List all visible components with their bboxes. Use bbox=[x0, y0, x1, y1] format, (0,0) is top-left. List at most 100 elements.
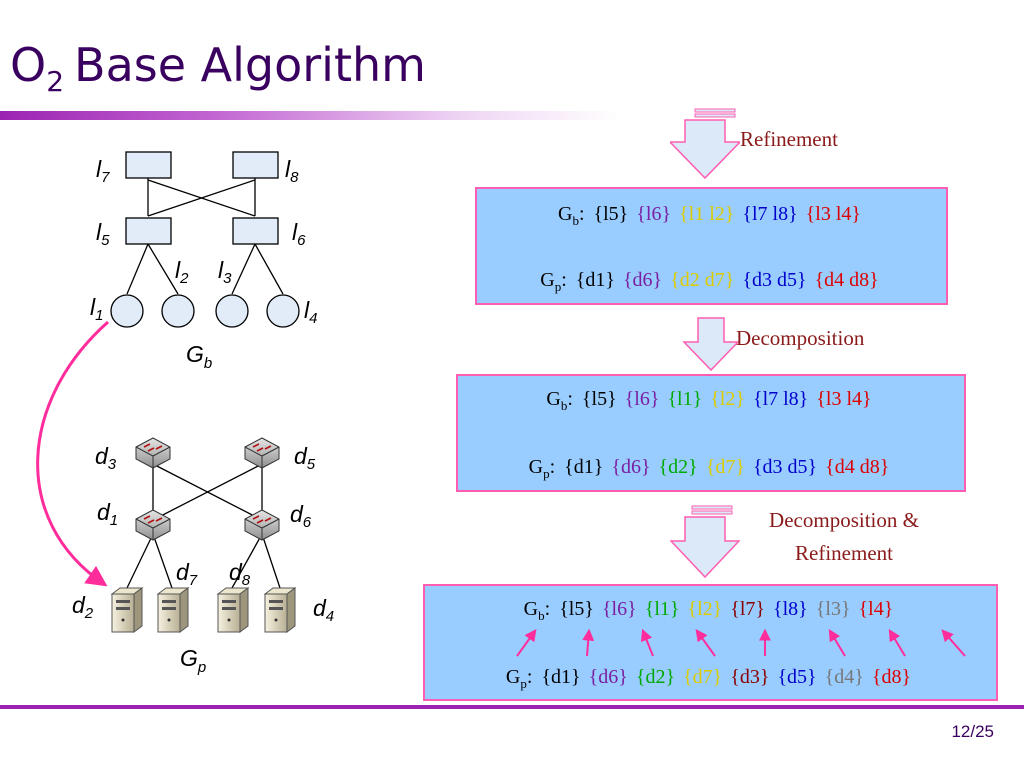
switch-d6 bbox=[244, 509, 280, 541]
group-token: {l3 l4} bbox=[816, 388, 872, 410]
group-token: {l3} bbox=[815, 598, 851, 620]
graph-name-sub: b bbox=[560, 398, 568, 413]
group-token: {d6} bbox=[588, 666, 628, 688]
group-token: {d8} bbox=[871, 666, 912, 688]
switch-d3 bbox=[135, 437, 171, 469]
group-token: {l5} bbox=[581, 388, 617, 410]
graph-name: G bbox=[528, 456, 544, 478]
group-token: {d1} bbox=[564, 456, 604, 478]
node-l2 bbox=[161, 294, 195, 328]
group-token: {l8} bbox=[773, 598, 808, 620]
server-d8 bbox=[216, 587, 250, 633]
mapping-row-gp: Gp: {d1}{d6}{d2 d7}{d3 d5}{d4 d8} bbox=[477, 269, 946, 295]
group-token: {d2 d7} bbox=[670, 269, 735, 291]
graph-name-sub: p bbox=[543, 466, 550, 481]
step-label-refinement: Refinement bbox=[740, 123, 838, 156]
title-rest: Base Algorithm bbox=[74, 38, 426, 92]
label-d2: d2 bbox=[72, 592, 94, 622]
group-token: {l7 l8} bbox=[742, 203, 798, 225]
title-main: O bbox=[10, 38, 47, 92]
label-d4: d4 bbox=[313, 595, 334, 625]
server-d7 bbox=[156, 587, 190, 633]
mapping-box-2: Gb: {l5}{l6}{l1}{l2}{l7 l8}{l3 l4} Gp: {… bbox=[456, 374, 966, 492]
label-d8: d8 bbox=[229, 559, 251, 589]
label-d1: d1 bbox=[97, 499, 118, 529]
node-l7 bbox=[125, 151, 172, 179]
node-l4 bbox=[266, 294, 300, 328]
group-token: {l1} bbox=[644, 598, 680, 620]
label-d5: d5 bbox=[294, 443, 316, 473]
graph-name: G bbox=[558, 203, 573, 225]
label-l3: l3 bbox=[218, 257, 232, 287]
step-label-line: Decomposition & bbox=[769, 508, 919, 532]
group-token: {d4} bbox=[824, 666, 864, 688]
node-l8 bbox=[232, 151, 279, 179]
group-token: {l5} bbox=[593, 203, 629, 225]
graph-name-sub: b bbox=[538, 608, 545, 623]
label-l2: l2 bbox=[175, 257, 189, 287]
graph-name-sub: b bbox=[572, 213, 579, 228]
mapping-row-gp: Gp: {d1}{d6}{d2}{d7}{d3}{d5}{d4}{d8} bbox=[425, 666, 996, 692]
group-token: {l2} bbox=[710, 388, 745, 410]
graph-name: G bbox=[540, 269, 555, 291]
graph-name: G bbox=[505, 666, 521, 688]
group-token: {l2} bbox=[687, 598, 723, 620]
slide-title: O2 Base Algorithm bbox=[10, 38, 426, 98]
footer-rule bbox=[0, 705, 1024, 709]
mapping-arrow bbox=[36, 320, 109, 587]
label-l4: l4 bbox=[304, 297, 317, 327]
page-number: 12/25 bbox=[951, 722, 994, 741]
label-l1: l1 bbox=[90, 294, 103, 324]
topology-diagram: l7 l8 l5 l6 l2 l3 l1 l4 Gb bbox=[36, 151, 334, 676]
switch-d5 bbox=[244, 437, 280, 469]
mapping-row-gb: Gb: {l5}{l6}{l1}{l2}{l7}{l8}{l3}{l4} bbox=[425, 598, 996, 624]
step-label-decomposition-refinement: Decomposition & Refinement bbox=[740, 504, 948, 570]
group-token: {d1} bbox=[575, 269, 615, 291]
group-token: {l1 l2} bbox=[679, 203, 735, 225]
label-d7: d7 bbox=[176, 559, 198, 589]
group-token: {l7} bbox=[730, 598, 766, 620]
group-token: {d7} bbox=[683, 666, 723, 688]
gb-links bbox=[126, 178, 284, 295]
caption-gp: Gp bbox=[180, 645, 206, 676]
node-l5 bbox=[125, 217, 172, 245]
group-token: {d6} bbox=[611, 456, 651, 478]
group-token: {l5} bbox=[559, 598, 594, 620]
decomposition-refinement-arrow bbox=[670, 505, 740, 579]
group-token: {l7 l8} bbox=[752, 388, 809, 410]
step-label-line: Refinement bbox=[740, 127, 838, 151]
correspondence-arrows bbox=[516, 628, 966, 657]
group-token: {l6} bbox=[636, 203, 672, 225]
title-subscript: 2 bbox=[46, 65, 65, 98]
caption-gb: Gb bbox=[186, 341, 212, 372]
group-token: {d2} bbox=[635, 666, 676, 688]
label-l8: l8 bbox=[285, 156, 299, 186]
step-label-decomposition: Decomposition bbox=[736, 322, 864, 355]
server-d2 bbox=[110, 587, 144, 633]
group-token: {d5} bbox=[777, 666, 817, 688]
group-token: {l1} bbox=[667, 388, 703, 410]
group-token: {l6} bbox=[624, 388, 660, 410]
group-token: {l3 l4} bbox=[805, 203, 861, 225]
group-token: {d2} bbox=[658, 456, 698, 478]
group-token: {l4} bbox=[858, 598, 894, 620]
group-token: {d6} bbox=[622, 269, 663, 291]
group-token: {d4 d8} bbox=[814, 269, 879, 291]
mapping-row-gb: Gb: {l5}{l6}{l1}{l2}{l7 l8}{l3 l4} bbox=[458, 388, 964, 414]
group-token: {d3 d5} bbox=[742, 269, 807, 291]
node-l6 bbox=[232, 217, 279, 245]
group-token: {d3} bbox=[730, 666, 770, 688]
server-d4 bbox=[263, 587, 297, 633]
label-l6: l6 bbox=[292, 219, 306, 249]
mapping-box-3: Gb: {l5}{l6}{l1}{l2}{l7}{l8}{l3}{l4} Gp:… bbox=[423, 584, 998, 701]
label-l5: l5 bbox=[96, 219, 110, 249]
node-l1 bbox=[110, 294, 144, 328]
mapping-row-gp: Gp: {d1}{d6}{d2}{d7}{d3 d5}{d4 d8} bbox=[458, 456, 964, 482]
refinement-arrow bbox=[670, 108, 740, 180]
graph-name: G bbox=[523, 598, 539, 620]
label-l7: l7 bbox=[96, 156, 110, 186]
group-token: {d7} bbox=[705, 456, 745, 478]
label-d6: d6 bbox=[290, 501, 312, 531]
mapping-row-gb: Gb: {l5}{l6}{l1 l2}{l7 l8}{l3 l4} bbox=[477, 203, 946, 229]
graph-name-sub: p bbox=[520, 676, 527, 691]
